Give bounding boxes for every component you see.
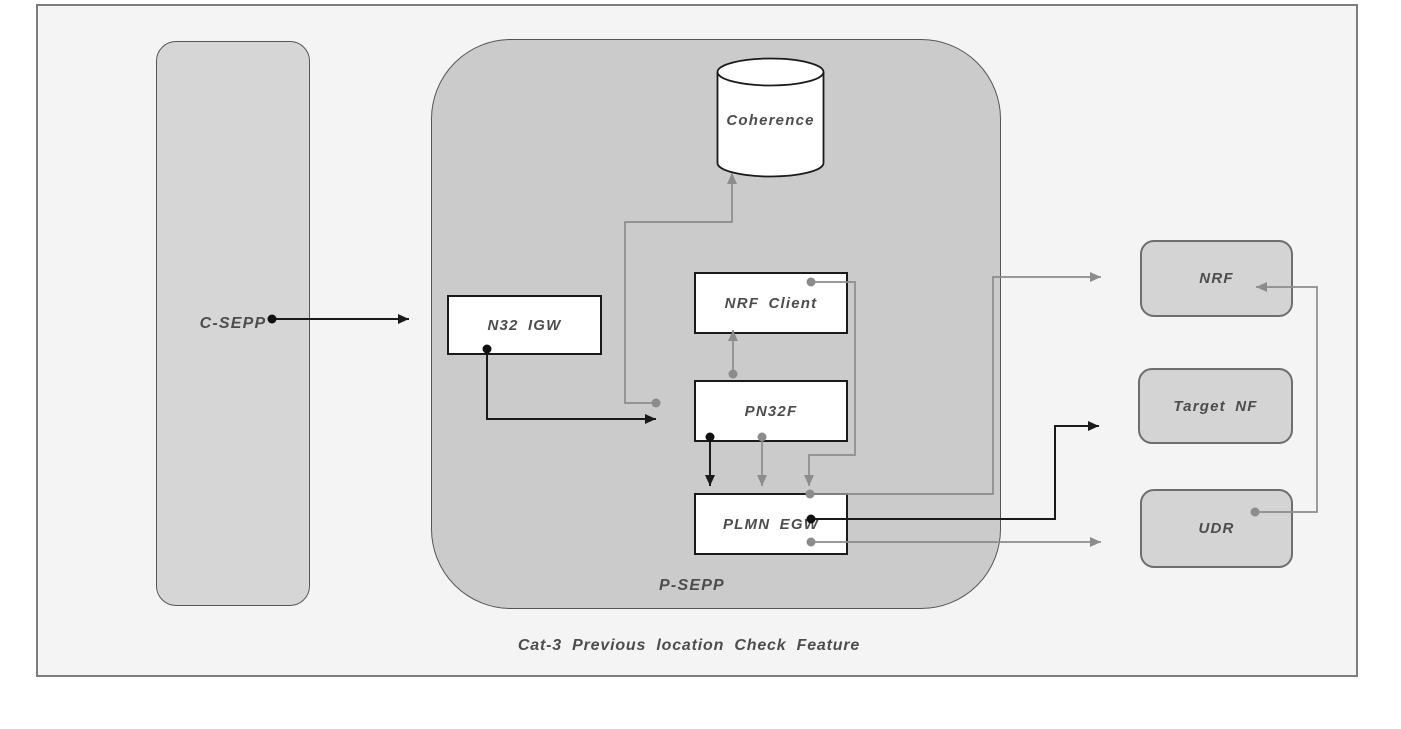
c-sepp-label: C-SEPP	[199, 314, 267, 332]
node-nrf: NRF	[1140, 240, 1293, 317]
diagram-canvas: C-SEPP P-SEPP Coherence N32 IGW NRF Clie…	[36, 4, 1358, 677]
plmn-egw-label: PLMN EGW	[722, 515, 820, 533]
diagram-title: Cat-3 Previous location Check Feature	[517, 637, 861, 654]
nrf-label: NRF	[1199, 270, 1234, 287]
node-nrf-client: NRF Client	[694, 272, 848, 334]
udr-label: UDR	[1198, 520, 1235, 537]
database-cylinder-icon	[716, 57, 825, 178]
coherence-database: Coherence	[716, 57, 825, 178]
coherence-label: Coherence	[726, 112, 815, 129]
node-pn32f: PN32F	[694, 380, 848, 442]
node-plmn-egw: PLMN EGW	[694, 493, 848, 555]
node-n32-igw: N32 IGW	[447, 295, 602, 355]
pn32f-label: PN32F	[744, 402, 798, 420]
node-target-nf: Target NF	[1138, 368, 1293, 444]
nrf-client-label: NRF Client	[724, 294, 818, 312]
p-sepp-label: P-SEPP	[659, 577, 725, 594]
target-nf-label: Target NF	[1173, 397, 1258, 415]
c-sepp-container: C-SEPP	[156, 41, 310, 606]
n32-igw-label: N32 IGW	[487, 316, 562, 334]
node-udr: UDR	[1140, 489, 1293, 568]
